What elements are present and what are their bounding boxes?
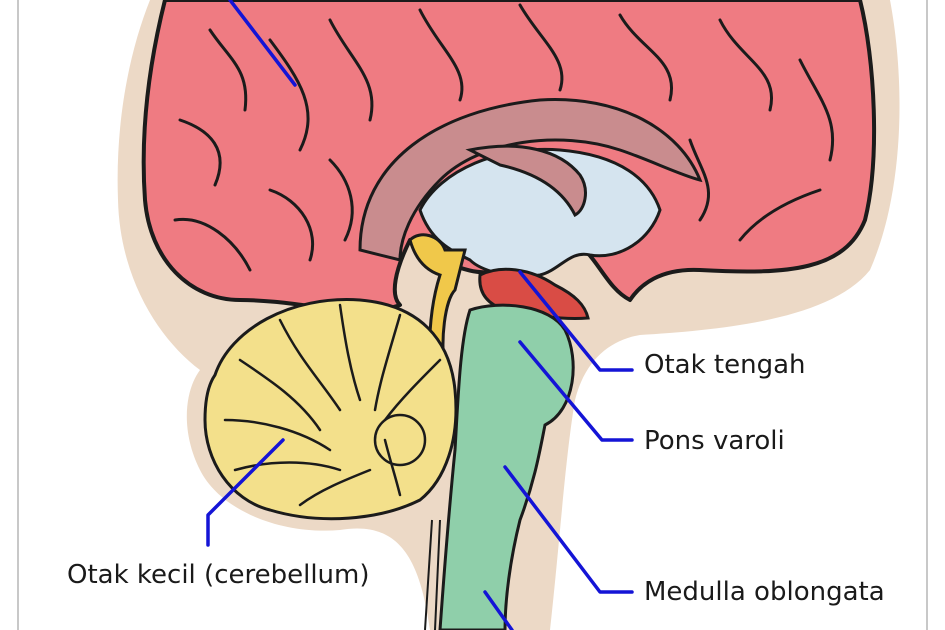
label-cerebellum: Otak kecil (cerebellum) xyxy=(67,562,370,588)
label-midbrain: Otak tengah xyxy=(644,352,806,378)
label-medulla: Medulla oblongata xyxy=(644,579,885,605)
label-pons: Pons varoli xyxy=(644,428,785,454)
